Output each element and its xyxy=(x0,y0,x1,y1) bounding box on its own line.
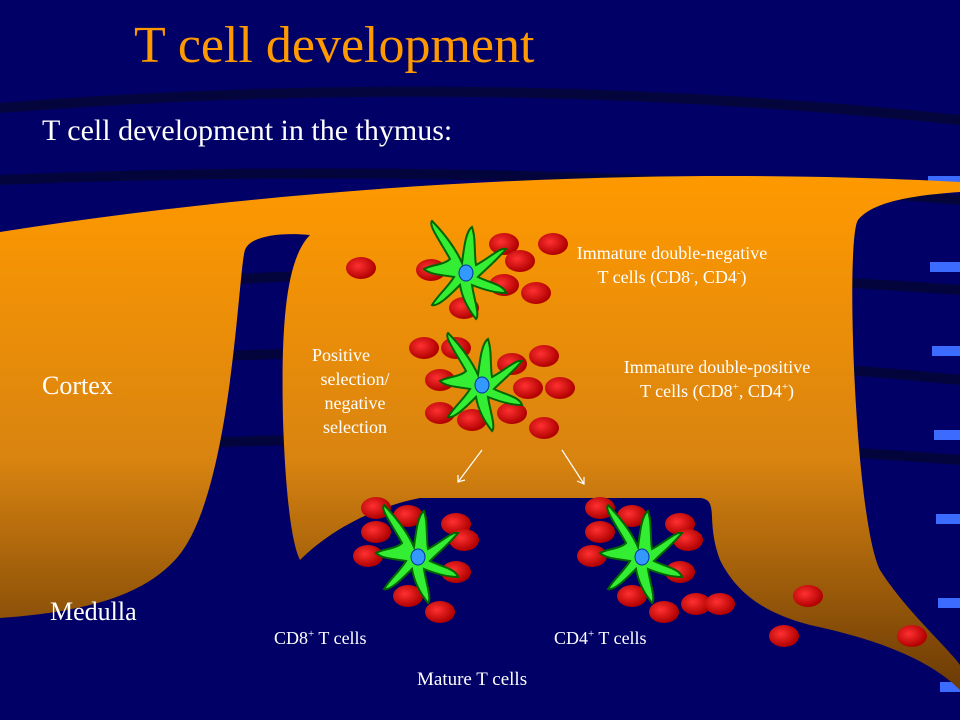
double-positive-cluster xyxy=(409,332,575,439)
mature-label: Mature T cells xyxy=(417,669,528,690)
thymocyte xyxy=(361,521,391,543)
cd4-cluster xyxy=(577,497,735,623)
thymocyte xyxy=(545,377,575,399)
thymocyte xyxy=(409,337,439,359)
thymocyte xyxy=(505,250,535,272)
arrow-right-head xyxy=(576,477,585,485)
arrows xyxy=(457,449,585,485)
arrow-right xyxy=(561,449,585,485)
thymocyte xyxy=(793,585,823,607)
thymocyte xyxy=(513,377,543,399)
arrow-left-head xyxy=(457,475,466,483)
cortex-label: Cortex xyxy=(42,371,113,400)
double-positive-line1: Immature double-positive xyxy=(623,357,811,377)
thymocyte xyxy=(897,625,927,647)
page-title: T cell development xyxy=(134,17,535,74)
cd4-label: CD4+ T cells xyxy=(554,628,647,648)
arrow-left xyxy=(457,449,483,483)
stray-thymocytes xyxy=(769,585,927,647)
selection-line4: selection xyxy=(323,417,387,437)
thymocyte xyxy=(649,601,679,623)
double-negative-line2: T cells (CD8-, CD4-) xyxy=(597,267,747,287)
page-subtitle: T cell development in the thymus: xyxy=(42,114,453,147)
double-positive-label: Immature double-positive T cells (CD8+, … xyxy=(572,355,862,403)
cd8-label: CD8+ T cells xyxy=(274,628,367,648)
thymocyte xyxy=(346,257,376,279)
thymocyte xyxy=(529,345,559,367)
selection-line2: selection/ xyxy=(320,369,390,389)
double-positive-line2: T cells (CD8+, CD4+) xyxy=(639,381,795,401)
medulla-label: Medulla xyxy=(50,597,137,626)
cd8-cluster xyxy=(353,497,479,623)
thymocyte xyxy=(673,529,703,551)
thymocyte xyxy=(585,521,615,543)
thymocyte xyxy=(529,417,559,439)
thymocyte xyxy=(705,593,735,615)
right-edge-marks xyxy=(928,176,960,692)
double-negative-label: Immature double-negative T cells (CD8-, … xyxy=(532,241,812,289)
double-negative-line1: Immature double-negative xyxy=(576,243,768,263)
thymus-tissue xyxy=(0,176,960,690)
thymocyte xyxy=(449,529,479,551)
selection-line3: negative xyxy=(324,393,386,413)
thymocyte xyxy=(425,601,455,623)
selection-label: Positive selection/ negative selection xyxy=(300,343,410,439)
selection-line1: Positive xyxy=(312,345,371,365)
thymocyte xyxy=(769,625,799,647)
